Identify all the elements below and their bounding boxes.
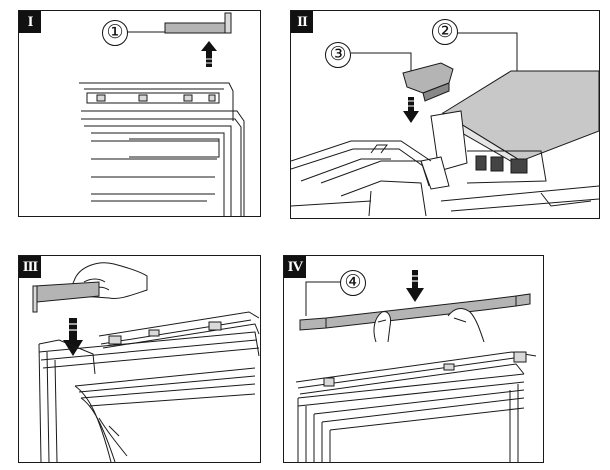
down-arrow-icon (406, 270, 424, 302)
step-number-badge: II (291, 11, 313, 33)
down-arrow-icon (403, 97, 419, 123)
refrigerator-top (38, 311, 260, 462)
step-number-badge: I (19, 11, 41, 33)
hinge-block (420, 110, 547, 190)
top-trim-part (32, 281, 100, 313)
down-arrow-icon (63, 318, 83, 356)
callout-part-1: ① (102, 20, 128, 46)
step-panel-1: I ① (18, 10, 261, 217)
refrigerator-top (79, 82, 245, 216)
step-1-illustration (79, 12, 245, 216)
step-3-illustration (32, 262, 260, 462)
step-4-illustration (295, 270, 537, 462)
top-trim-part (299, 293, 531, 331)
callout-part-4: ④ (340, 270, 366, 296)
hinge-cap-part (402, 62, 454, 102)
step-number-badge: III (19, 256, 41, 278)
refrigerator-door (291, 140, 599, 217)
refrigerator-top (295, 351, 537, 462)
step-2-illustration (291, 32, 599, 217)
step-panel-3: III (18, 255, 261, 463)
hinge-cover-part (164, 12, 232, 34)
step-panel-4: IV ④ (283, 255, 544, 463)
callout-part-2: ② (432, 19, 458, 45)
callout-part-3: ③ (325, 42, 351, 68)
up-arrow-icon (201, 41, 217, 67)
step-number-badge: IV (284, 256, 306, 278)
hand-icon (373, 308, 485, 343)
step-panel-2: II ② ③ (290, 10, 600, 219)
